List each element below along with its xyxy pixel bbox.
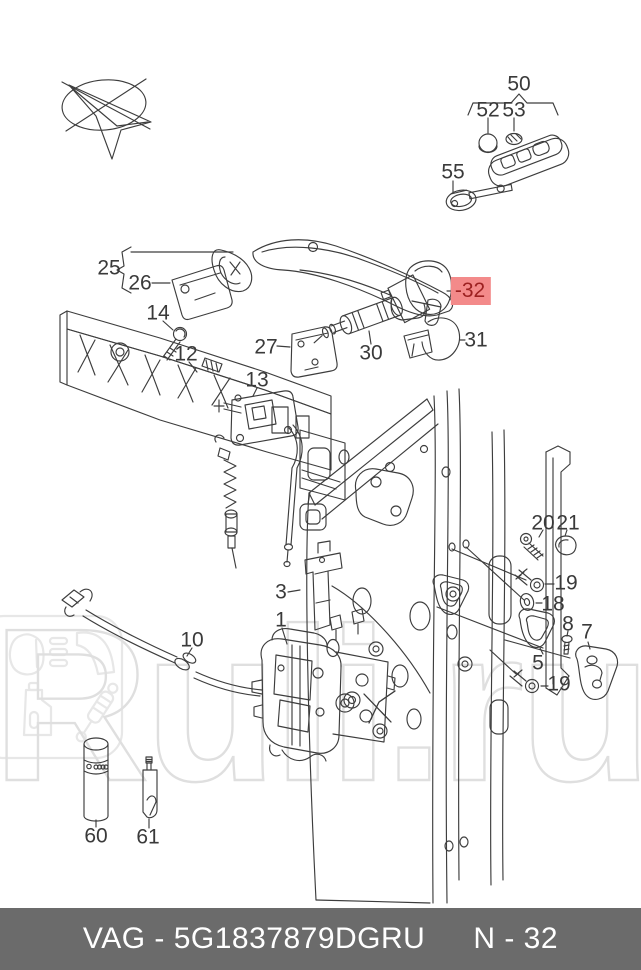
part-label-61[interactable]: 61 [136,825,160,849]
bracket-3 [305,553,342,630]
part-label-25[interactable]: 25 [97,256,121,280]
key-battery [479,134,497,152]
watermark-tile [0,616,122,758]
part-label-53[interactable]: 53 [502,98,526,122]
cap-32 [406,261,452,315]
part-label-18[interactable]: 18 [541,592,565,616]
bracket-50 [468,94,558,115]
watermark-text: Ruli.ru [0,584,641,827]
cap-21 [556,536,576,555]
part-label-50[interactable]: 50 [507,72,531,96]
key-fob-group [445,94,574,213]
screw-19b [526,680,539,693]
part-label-26[interactable]: 26 [128,271,152,295]
grommet-18 [519,592,536,612]
lock-group [252,541,395,761]
part-label-1[interactable]: 1 [275,608,287,632]
remote-key-body [484,131,574,194]
part-label-60[interactable]: 60 [84,824,108,848]
part-label-3[interactable]: 3 [275,580,287,604]
part-label-20[interactable]: 20 [531,511,555,535]
carrier-plate-group [60,311,345,568]
part-label-10[interactable]: 10 [180,628,204,652]
brand-logo [60,76,151,159]
part-label-52[interactable]: 52 [476,98,500,122]
screw-20 [521,534,532,545]
part-label-7[interactable]: 7 [581,620,593,644]
screw-19a [531,579,544,592]
door-frame-group [307,389,570,903]
cover-5 [519,609,554,648]
part-label-31[interactable]: 31 [464,328,488,352]
cable-group [62,589,262,696]
footer-catalog-code: VAG - 5G1837879DGRU [82,922,426,955]
screw-14 [174,328,187,341]
part-label-19a[interactable]: 19 [554,571,578,595]
part-label-27[interactable]: 27 [254,335,278,359]
part-label-5[interactable]: 5 [532,651,544,675]
cap-31 [422,318,460,360]
part-label-30[interactable]: 30 [359,341,383,365]
part-label-13[interactable]: 13 [245,368,269,392]
fasteners-group [433,530,617,699]
cylinder-housing-group [214,388,302,567]
part-label-8[interactable]: 8 [562,612,574,636]
part-label-21[interactable]: 21 [556,511,580,535]
part-label-32-highlighted[interactable]: -32 [450,277,492,305]
lock-cylinder-group [304,261,465,360]
footer-bar: VAG - 5G1837879DGRU N - 32 [0,908,641,970]
footer-page-ref: N - 32 [473,922,559,955]
part-label-19b[interactable]: 19 [547,672,571,696]
battery-cover [506,134,522,145]
lubricant-group [84,738,157,828]
part-label-55[interactable]: 55 [441,160,465,184]
part-label-14[interactable]: 14 [146,301,170,325]
striker-7 [576,646,618,700]
emergency-key-blade [445,181,514,212]
bracket-25 [117,247,131,293]
screw-8 [562,636,572,643]
part-label-12[interactable]: 12 [174,342,198,366]
